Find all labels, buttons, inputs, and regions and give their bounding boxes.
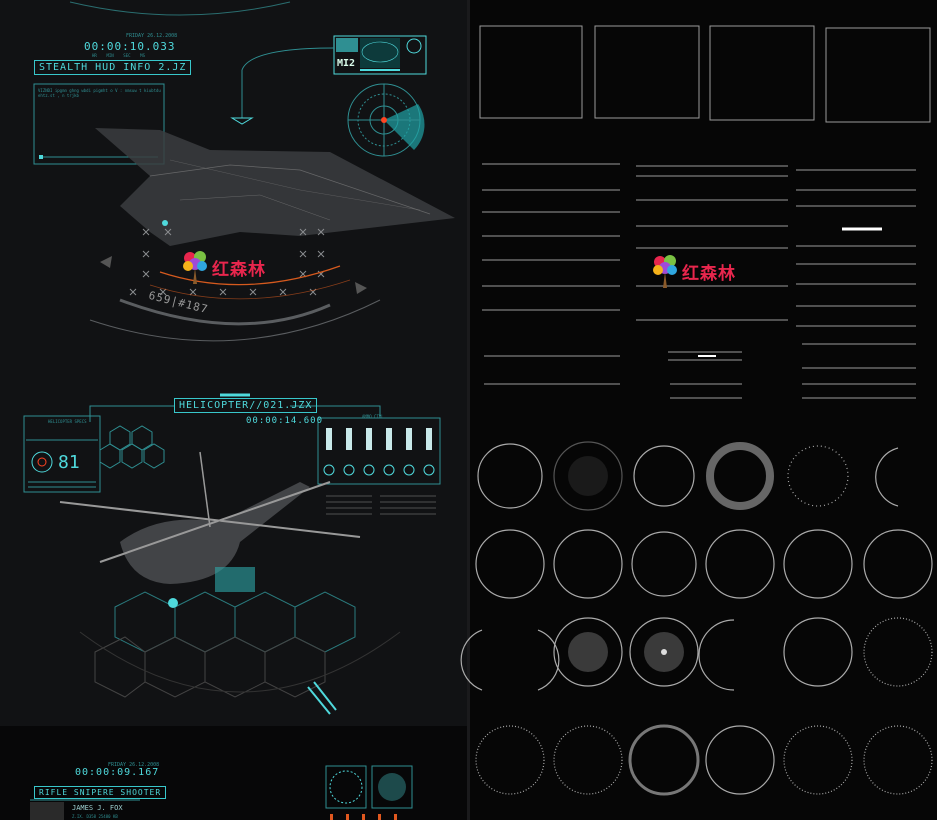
stealth-date: FRIDAY 26.12.2008: [126, 33, 178, 39]
panel-divider: [467, 0, 470, 820]
rifle-hud-graphics: [30, 765, 413, 820]
helicopter-title: HELICOPTER//021.JZX: [174, 398, 318, 413]
stealth-hud-graphics: [33, 1, 455, 342]
rifle-timecode: 00:00:09.167: [75, 767, 160, 778]
left-panel: [0, 0, 467, 820]
right-frames-graphics: [460, 25, 933, 796]
helicopter-timecode: 00:00:14.600: [246, 416, 324, 426]
stealth-title: STEALTH HUD INFO 2.JZ: [34, 60, 192, 75]
helicopter-hud-graphics: [23, 393, 441, 715]
rifle-sub: Z.IX. D358 25480 KB: [72, 814, 118, 819]
watermark-text-right: 红森林: [682, 263, 736, 284]
helicopter-spec-title: HELICOPTER SPECS: [48, 419, 87, 424]
watermark-logo-right: 红森林: [652, 254, 736, 288]
rifle-title: RIFLE SNIPERE SHOOTER: [34, 786, 167, 799]
helicopter-ammo-title: AMMO CTRL: [362, 414, 384, 419]
helicopter-counter: 81: [58, 452, 80, 473]
left-bottom-band: [0, 726, 467, 820]
stealth-timecode-units: HR MIN SEC MS: [92, 53, 145, 58]
rifle-name: JAMES J. FOX: [72, 804, 123, 812]
right-panel: [470, 0, 937, 820]
watermark-logo-left: 红森林: [182, 250, 266, 284]
mi2-label: MI2: [337, 58, 356, 69]
rifle-date: FRIDAY 26.12.2008: [108, 762, 160, 768]
tree-icon: [182, 250, 208, 284]
tree-icon: [652, 254, 678, 288]
stealth-timecode: 00:00:10.033: [84, 40, 176, 53]
watermark-text-left: 红森林: [212, 259, 266, 280]
stealth-info-text: VIZNDI ipgmn ghng wbdi pigmht o V : nmsu…: [38, 88, 161, 98]
